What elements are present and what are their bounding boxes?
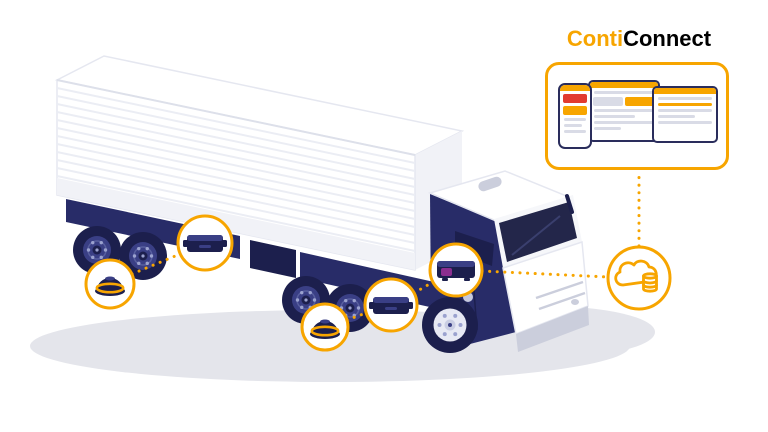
phone-screen-tiles (563, 106, 587, 115)
phone-screen-row (564, 118, 586, 121)
headlight (571, 299, 579, 305)
trailer (54, 55, 465, 271)
callout-receiver (428, 242, 484, 298)
steer-wheel (422, 297, 478, 353)
tablet-screen-row-highlight (658, 103, 712, 106)
phone-screen-header (560, 85, 590, 91)
tile (593, 97, 623, 106)
dotted-connectors (130, 175, 641, 322)
callout-drive-sensor (363, 277, 419, 333)
telematics-receiver-icon (437, 261, 475, 281)
tile (563, 106, 587, 115)
tablet-screen-row (658, 109, 712, 112)
tire-pressure-sensor-icon (183, 235, 227, 252)
callout-trailer-sensor (176, 214, 234, 272)
brand-title: ContiConnect (545, 26, 733, 52)
tire-pressure-sensor-icon (369, 297, 413, 314)
side-window (455, 231, 494, 266)
tablet-screen-tiles (593, 97, 655, 106)
devices-panel (545, 62, 729, 170)
tile (563, 94, 587, 103)
phone-screen-tiles (563, 94, 587, 103)
tablet-screen-row (658, 121, 712, 124)
smartphone-mockup (558, 83, 592, 149)
tire-mounted-sensor-icon (95, 276, 125, 296)
roof-vent (478, 176, 502, 192)
tablet-screen-row (594, 91, 654, 94)
tablet-screen-row (594, 127, 622, 130)
tablet-mockup-right (652, 86, 718, 143)
tablet-screen-row (594, 109, 654, 112)
tablet-mockup-left (588, 80, 660, 142)
tablet-screen-row (658, 97, 712, 100)
tablet-screen-row (658, 115, 696, 118)
cloud-database-icon (614, 259, 658, 293)
mirror-icon (565, 194, 574, 214)
tablet-screen-row (594, 121, 654, 124)
bumper (516, 306, 589, 352)
phone-screen-row (564, 130, 586, 133)
tablet-screen-header (590, 82, 658, 88)
tire-mounted-sensor-icon (310, 319, 340, 339)
tablet-screen-header (654, 88, 716, 94)
phone-screen-row (564, 124, 582, 127)
callout-drive-wheel-sensor (300, 302, 350, 352)
tablet-screen-row (594, 115, 635, 118)
brand-conti: Conti (566, 26, 624, 51)
tile (625, 97, 655, 106)
brand-connect: Connect (623, 26, 712, 51)
cloud-badge (606, 245, 672, 311)
callout-trailer-wheel-sensor (84, 258, 136, 310)
